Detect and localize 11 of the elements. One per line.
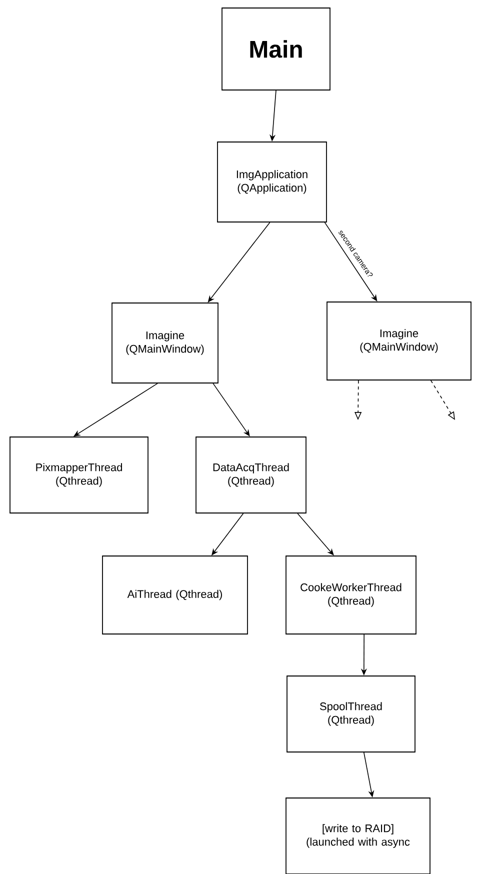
class-box: Imagine (QMainWindow) [326,302,472,380]
class-box: [write to RAID] (launched with async [286,798,430,874]
class-box: SpoolThread (Qthread) [286,676,416,752]
class-box: CookeWorkerThread (Qthread) [286,556,416,634]
class-box: Imagine (QMainWindow) [112,302,218,384]
class-box: ImgApplication (QApplication) [217,142,327,222]
class-box: PixmapperThread (Qthread) [10,436,148,514]
class-box: AiThread (Qthread) [102,556,248,634]
title-box: Main [222,8,330,90]
class-box: DataAcqThread (Qthread) [196,436,306,514]
dashed-arrow [430,380,455,420]
